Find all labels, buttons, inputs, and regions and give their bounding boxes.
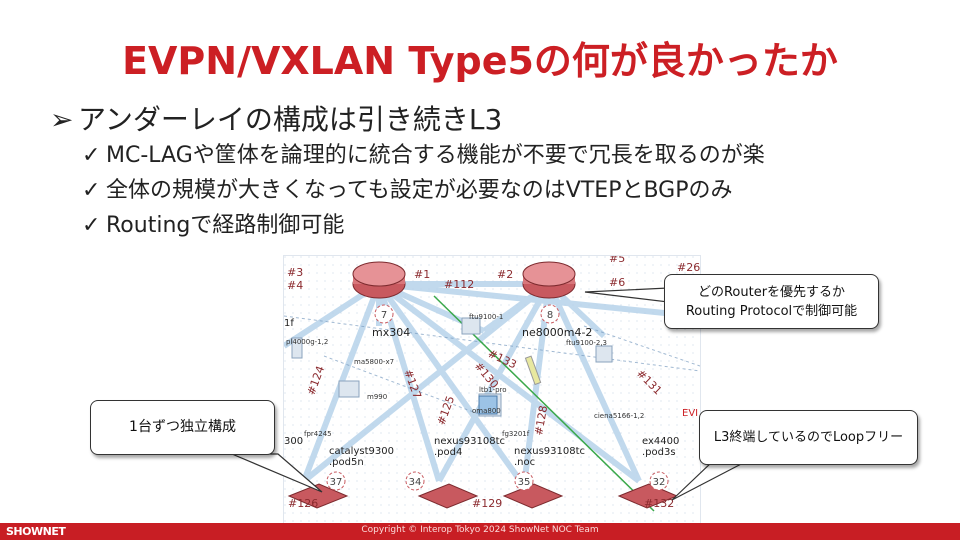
callout-line: Routing Protocolで制御可能 [685,303,858,319]
bullet-list: ➢アンダーレイの構成は引き続きL3 ✓MC-LAGや筐体を論理的に統合する機能が… [50,102,765,243]
slide-title: EVPN/VXLAN Type5の何が良かったか [122,39,838,83]
network-diagram: 7 8 37 34 35 32 mx304 ne8000m4-2 #3 #4 #… [283,255,701,525]
device-label: 1f [284,318,294,329]
node-sublabel: .noc [514,457,535,468]
sub-bullet-text: Routingで経路制御可能 [106,213,345,238]
device-label: m990 [367,393,387,401]
link-label: #129 [472,497,502,510]
sub-bullet: ✓MC-LAGや筐体を論理的に統合する機能が不要で冗長を取るのが楽 [82,138,765,173]
node-label: nexus93108tc [514,446,585,457]
leaf-badge: 32 [653,477,666,488]
shownet-logo: SHOWNET [6,525,66,538]
sub-bullet-text: MC-LAGや筐体を論理的に統合する機能が不要で冗長を取るのが楽 [106,143,765,168]
link-label: #26 [677,261,700,274]
node-label: ex4400 [642,436,679,447]
link-lines [284,281,695,488]
device-label: ftu9100-1 [469,313,503,321]
link-label: #2 [497,268,513,281]
check-icon: ✓ [82,178,101,203]
link-label: #3 [287,266,303,279]
device-label: fg3201f [502,430,530,438]
callout-router-priority: どのRouterを優先するか Routing Protocolで制御可能 [664,274,879,329]
node-label: nexus93108tc [434,436,505,447]
node-sublabel: .pod4 [434,447,462,458]
callout-independent: 1台ずつ独立構成 [90,400,275,455]
device-label: EVI [682,408,698,419]
link-label: #6 [609,276,625,289]
device-label: ma5800-x7 [354,358,394,366]
footer-bar: SHOWNET Copyright © Interop Tokyo 2024 S… [0,523,960,540]
router-badge: 7 [381,310,387,321]
main-bullet: ➢アンダーレイの構成は引き続きL3 [50,102,765,138]
device-label: ltb1-pro [479,386,507,394]
router-mx304-icon [352,261,406,324]
router-label: ne8000m4-2 [522,326,592,339]
callout-text: 1台ずつ独立構成 [129,419,236,435]
leaf-badge: 37 [330,477,343,488]
callout-loop-free: L3終端しているのでLoopフリー [699,410,918,465]
link-label: #5 [609,256,625,265]
link-label: #128 [532,405,550,437]
link-label: #4 [287,279,303,292]
link-label: #132 [644,497,674,510]
node-sublabel: .pod5n [329,457,364,468]
callout-line: どのRouterを優先するか [697,284,846,300]
device-label: fpr4245 [304,430,332,438]
link-label: #112 [444,278,474,291]
router-label: mx304 [372,326,410,339]
leaf-badge: 34 [409,477,422,488]
device-label: ftu9100-2,3 [566,339,607,347]
node-sublabel: .pod3s [642,447,676,458]
sub-bullet: ✓全体の規模が大きくなっても設定が必要なのはVTEPとBGPのみ [82,173,765,208]
topology-svg: 7 8 37 34 35 32 mx304 ne8000m4-2 #3 #4 #… [284,256,700,524]
leaf-switch-icons [287,483,679,509]
check-icon: ✓ [82,213,101,238]
router-ne8000-icon [522,261,576,324]
callout-text: L3終端しているのでLoopフリー [713,430,904,445]
device-label: oma800 [472,407,501,415]
node-label: catalyst9300 [329,446,394,457]
check-icon: ✓ [82,143,101,168]
device-label: 300 [284,436,303,447]
link-label: #126 [288,497,318,510]
sub-bullet-text: 全体の規模が大きくなっても設定が必要なのはVTEPとBGPのみ [106,178,733,203]
leaf-badge: 35 [518,477,531,488]
sub-bullet: ✓Routingで経路制御可能 [82,208,765,243]
arrow-bullet-icon: ➢ [50,103,74,136]
router-badge: 8 [547,310,553,321]
device-label: pl4000g-1,2 [286,338,328,346]
device-label: ciena5166-1,2 [594,412,644,420]
copyright-text: Copyright © Interop Tokyo 2024 ShowNet N… [361,525,599,535]
link-label: #1 [414,268,430,281]
main-bullet-text: アンダーレイの構成は引き続きL3 [78,103,503,136]
